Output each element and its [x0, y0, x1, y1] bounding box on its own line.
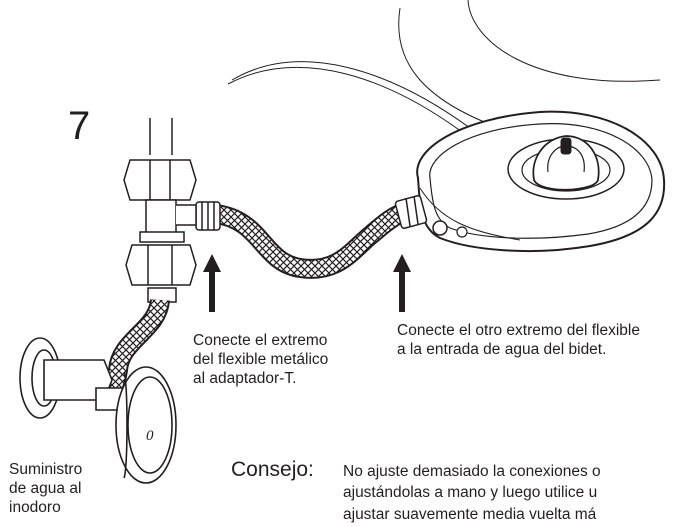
hose-fitting-left	[195, 201, 221, 231]
supply-label-line-2: de agua al	[9, 480, 82, 497]
svg-text:0: 0	[146, 428, 154, 444]
tip-line-3: ajustar suavemente media vuelta má	[343, 506, 597, 523]
arrow-up-icon	[203, 254, 221, 312]
t-adapter-icon	[123, 118, 197, 303]
callout-left-line-2: del flexible metálico	[193, 351, 329, 368]
callout-right-line-1: Conecte el otro extremo del flexible	[397, 322, 640, 339]
callout-left-line-3: al adaptador-T.	[193, 370, 297, 387]
arrow-up-icon	[393, 254, 411, 312]
shutoff-valve-icon: 0	[19, 337, 177, 484]
tip-line-2: ajustándolas a mano y luego utilice u	[343, 484, 598, 501]
hose-fitting-right	[394, 195, 428, 229]
callout-left-line-1: Conecte el extremo	[193, 332, 328, 349]
supply-label-line-1: Suministro	[9, 461, 83, 478]
bidet-seat-icon	[416, 110, 666, 253]
tip-line-1: No ajuste demasiado la conexiones o	[343, 463, 601, 480]
step-number: 7	[68, 104, 91, 148]
tip-label: Consejo:	[231, 458, 314, 481]
callout-right-line-2: a la entrada de agua del bidet.	[397, 341, 607, 358]
toilet-outline	[227, 0, 661, 133]
supply-label-line-3: inodoro	[9, 499, 61, 516]
